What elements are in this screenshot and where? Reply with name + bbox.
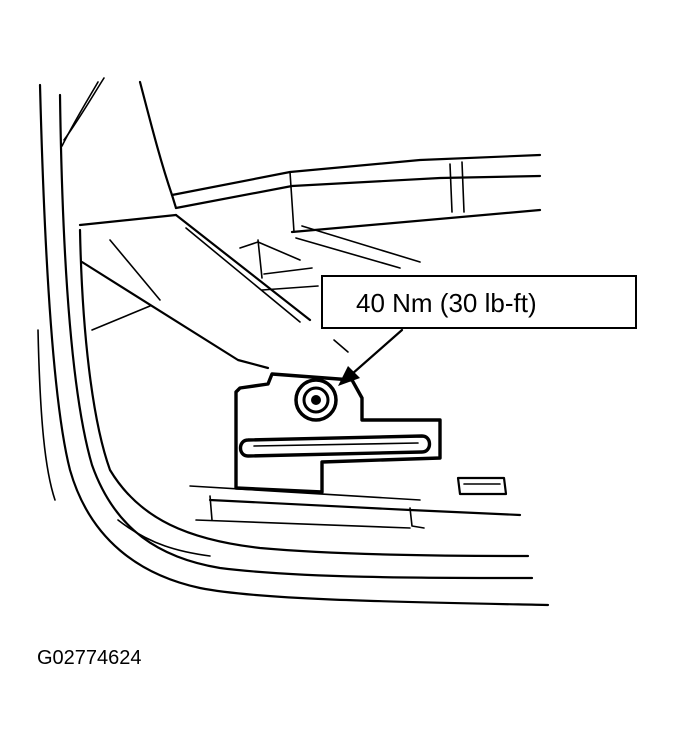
hinge-arm — [78, 213, 319, 370]
upper-trim — [138, 80, 542, 269]
torque-label: 40 Nm (30 lb-ft) — [356, 288, 537, 318]
torque-callout: 40 Nm (30 lb-ft) — [321, 275, 637, 386]
leader-line — [350, 328, 404, 376]
lower-sill — [189, 476, 522, 529]
bolt — [294, 378, 338, 422]
callout-box — [321, 275, 637, 329]
body-panel-outline — [37, 77, 550, 607]
mounting-bracket — [234, 372, 442, 494]
figure-id: G02774624 — [37, 647, 142, 669]
leader-arrowhead — [338, 366, 360, 386]
